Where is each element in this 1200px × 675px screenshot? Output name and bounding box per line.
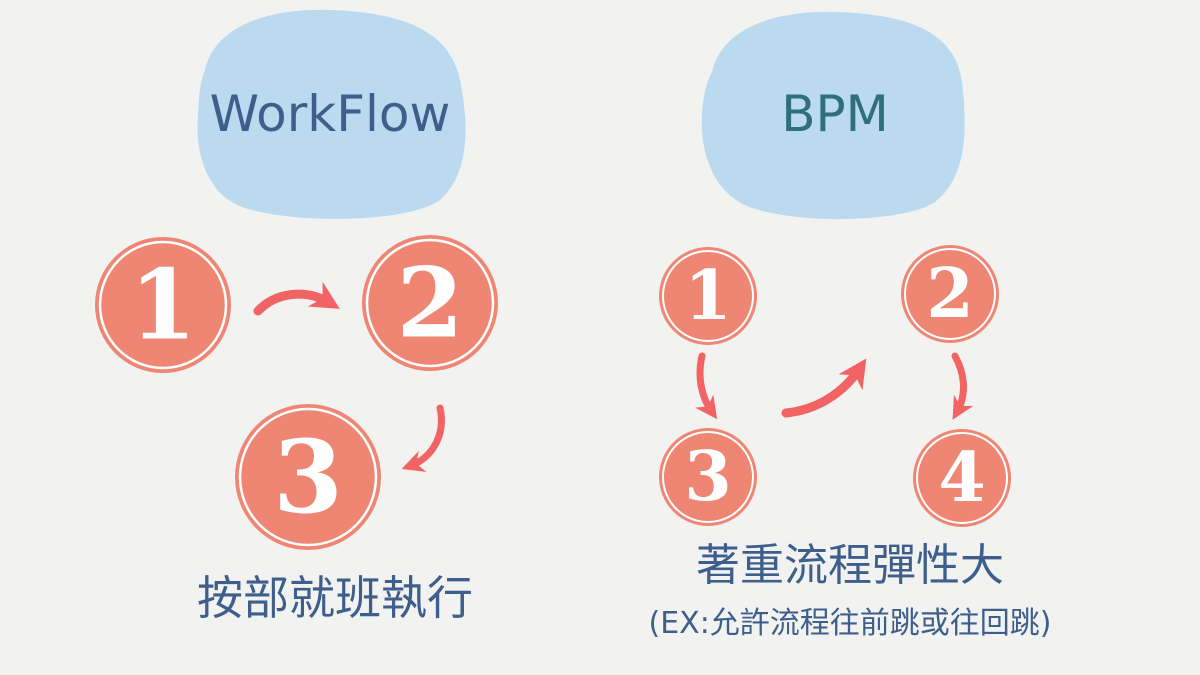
- bpm-step-3-label: 3: [684, 437, 731, 517]
- workflow-arrow-1-to-2: [253, 281, 340, 316]
- bpm-step-1: 1: [659, 247, 757, 345]
- workflow-title: WorkFlow: [209, 85, 451, 143]
- bpm-step-3: 3: [659, 428, 757, 526]
- workflow-step-2: 2: [362, 235, 498, 371]
- bpm-step-1-label: 1: [684, 256, 731, 336]
- bpm-arrow-1-to-3: [695, 352, 718, 420]
- workflow-step-3: 3: [235, 404, 381, 550]
- workflow-step-1-label: 1: [130, 249, 197, 362]
- bpm-step-4-label: 4: [938, 438, 985, 518]
- bpm-arrow-2-to-4: [951, 352, 974, 420]
- bpm-step-4: 4: [913, 429, 1011, 527]
- workflow-title-blob: [197, 9, 466, 219]
- bpm-subcaption: (EX:允許流程往前跳或往回跳): [648, 606, 1052, 641]
- bpm-arrow-3-to-2: [781, 358, 867, 418]
- workflow-arrow-2-to-3: [401, 404, 445, 472]
- workflow-step-3-label: 3: [273, 418, 343, 536]
- bpm-step-2-label: 2: [926, 254, 973, 334]
- bpm-step-2: 2: [901, 245, 999, 343]
- workflow-step-2-label: 2: [397, 247, 464, 360]
- workflow-caption: 按部就班執行: [197, 571, 473, 625]
- bpm-title-blob: [701, 11, 965, 220]
- workflow-step-1: 1: [95, 237, 231, 373]
- bpm-caption: 著重流程彈性大: [696, 540, 1004, 591]
- bpm-title: BPM: [781, 85, 889, 143]
